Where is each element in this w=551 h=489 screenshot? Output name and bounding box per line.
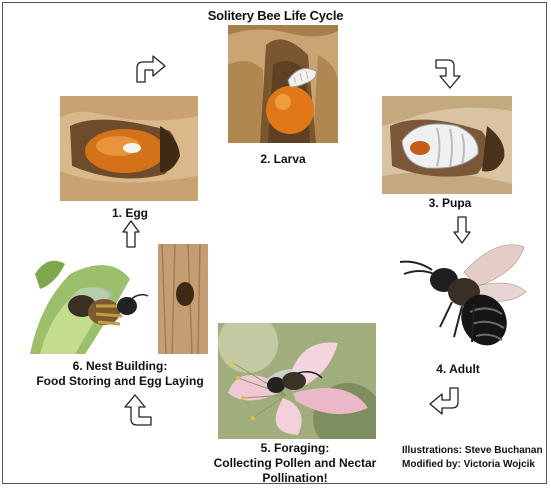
curved-arrow-up-icon: [121, 393, 153, 427]
larva-illustration: [228, 25, 338, 143]
stage-5-label-line1: 5. Foraging:: [200, 441, 390, 456]
stage-5-label-line2: Collecting Pollen and Nectar: [200, 456, 390, 471]
pupa-illustration: [382, 96, 512, 194]
stage-6-label-line1: 6. Nest Building:: [20, 359, 220, 374]
stage-4-label: 4. Adult: [418, 362, 498, 377]
stage-5-label-line3: Pollination!: [200, 471, 390, 486]
curved-arrow-down-icon: [434, 56, 464, 90]
nest-building-illustration: [30, 244, 208, 354]
stage-6-label-line2: Food Storing and Egg Laying: [20, 374, 220, 389]
credit-illustrations: Illustrations: Steve Buchanan: [402, 444, 547, 458]
stage-3-label: 3. Pupa: [410, 196, 490, 211]
adult-bee-illustration: [392, 232, 530, 356]
stage-1-label: 1. Egg: [95, 206, 165, 221]
arrow-down-icon: [453, 216, 471, 244]
credit-modified-by: Modified by: Victoria Wojcik: [402, 458, 547, 472]
stage-2-label: 2. Larva: [238, 152, 328, 167]
curved-arrow-right-icon: [133, 54, 167, 84]
egg-illustration: [60, 96, 198, 201]
arrow-up-icon: [122, 220, 140, 248]
foraging-illustration: [218, 323, 376, 439]
diagram-title: Solitery Bee Life Cycle: [0, 8, 551, 23]
curved-arrow-left-icon: [428, 386, 462, 416]
